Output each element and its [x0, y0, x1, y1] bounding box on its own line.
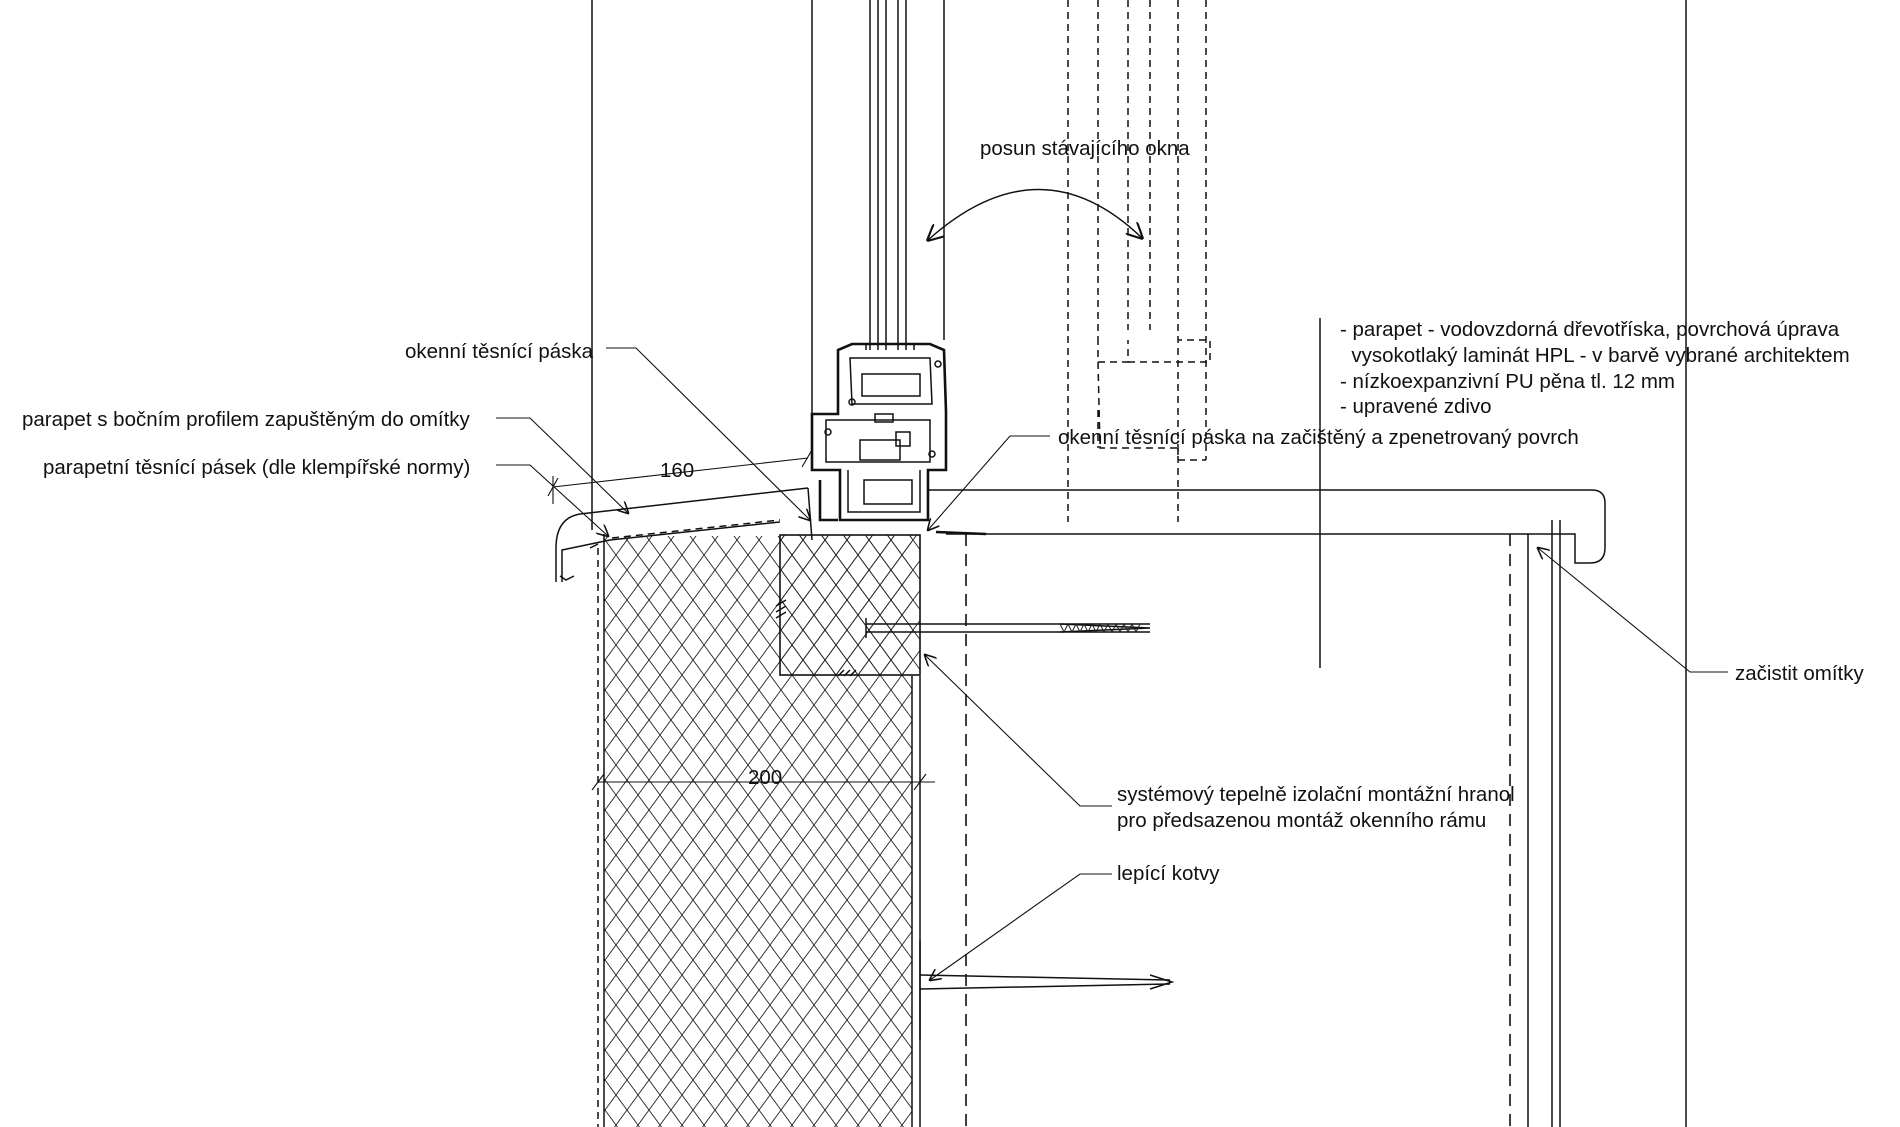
exterior-sill: [555, 487, 813, 1127]
interior-sill: [928, 489, 1606, 1127]
label-sill-side-profile: parapet s bočním profilem zapuštěným do …: [22, 408, 471, 431]
existing-window-dashed: [1067, 0, 1211, 522]
label-clean-plaster: začistit omítky: [1735, 662, 1864, 685]
leader-lines: [496, 347, 1728, 980]
label-mounting-block-line2: pro předsazenou montáž okenního rámu: [1117, 809, 1486, 832]
label-sill-seal-strip: parapetní těsnící pásek (dle klempířské …: [43, 456, 470, 479]
label-window-seal-tape-surface: okenní těsnící páska na začištěný a zpen…: [1058, 426, 1579, 449]
anchor-screw-top: [865, 618, 1151, 638]
note-line-3: - nízkoexpanzivní PU pěna tl. 12 mm: [1340, 370, 1675, 393]
dimension-200: [591, 773, 935, 791]
wall-outline-lines: [591, 0, 1687, 1127]
dimension-label-160: 160: [660, 459, 694, 482]
label-adhesive-anchors: lepící kotvy: [1117, 862, 1220, 885]
label-mounting-block-line1: systémový tepelně izolační montážní hran…: [1117, 783, 1515, 806]
mounting-block: [775, 534, 921, 677]
adhesive-anchor: [919, 974, 1175, 990]
window-shift-arrow: [928, 188, 1142, 240]
note-line-2: vysokotlaký laminát HPL - v barvě vybran…: [1340, 344, 1850, 367]
label-window-shift: posun stávajícího okna: [980, 137, 1190, 160]
dimension-label-200: 200: [748, 766, 782, 789]
note-line-1: - parapet - vodovzdorná dřevotříska, pov…: [1340, 318, 1840, 341]
new-window-frame: [810, 0, 948, 522]
note-line-4: - upravené zdivo: [1340, 395, 1492, 418]
label-window-seal-tape: okenní těsnící páska: [405, 340, 594, 363]
